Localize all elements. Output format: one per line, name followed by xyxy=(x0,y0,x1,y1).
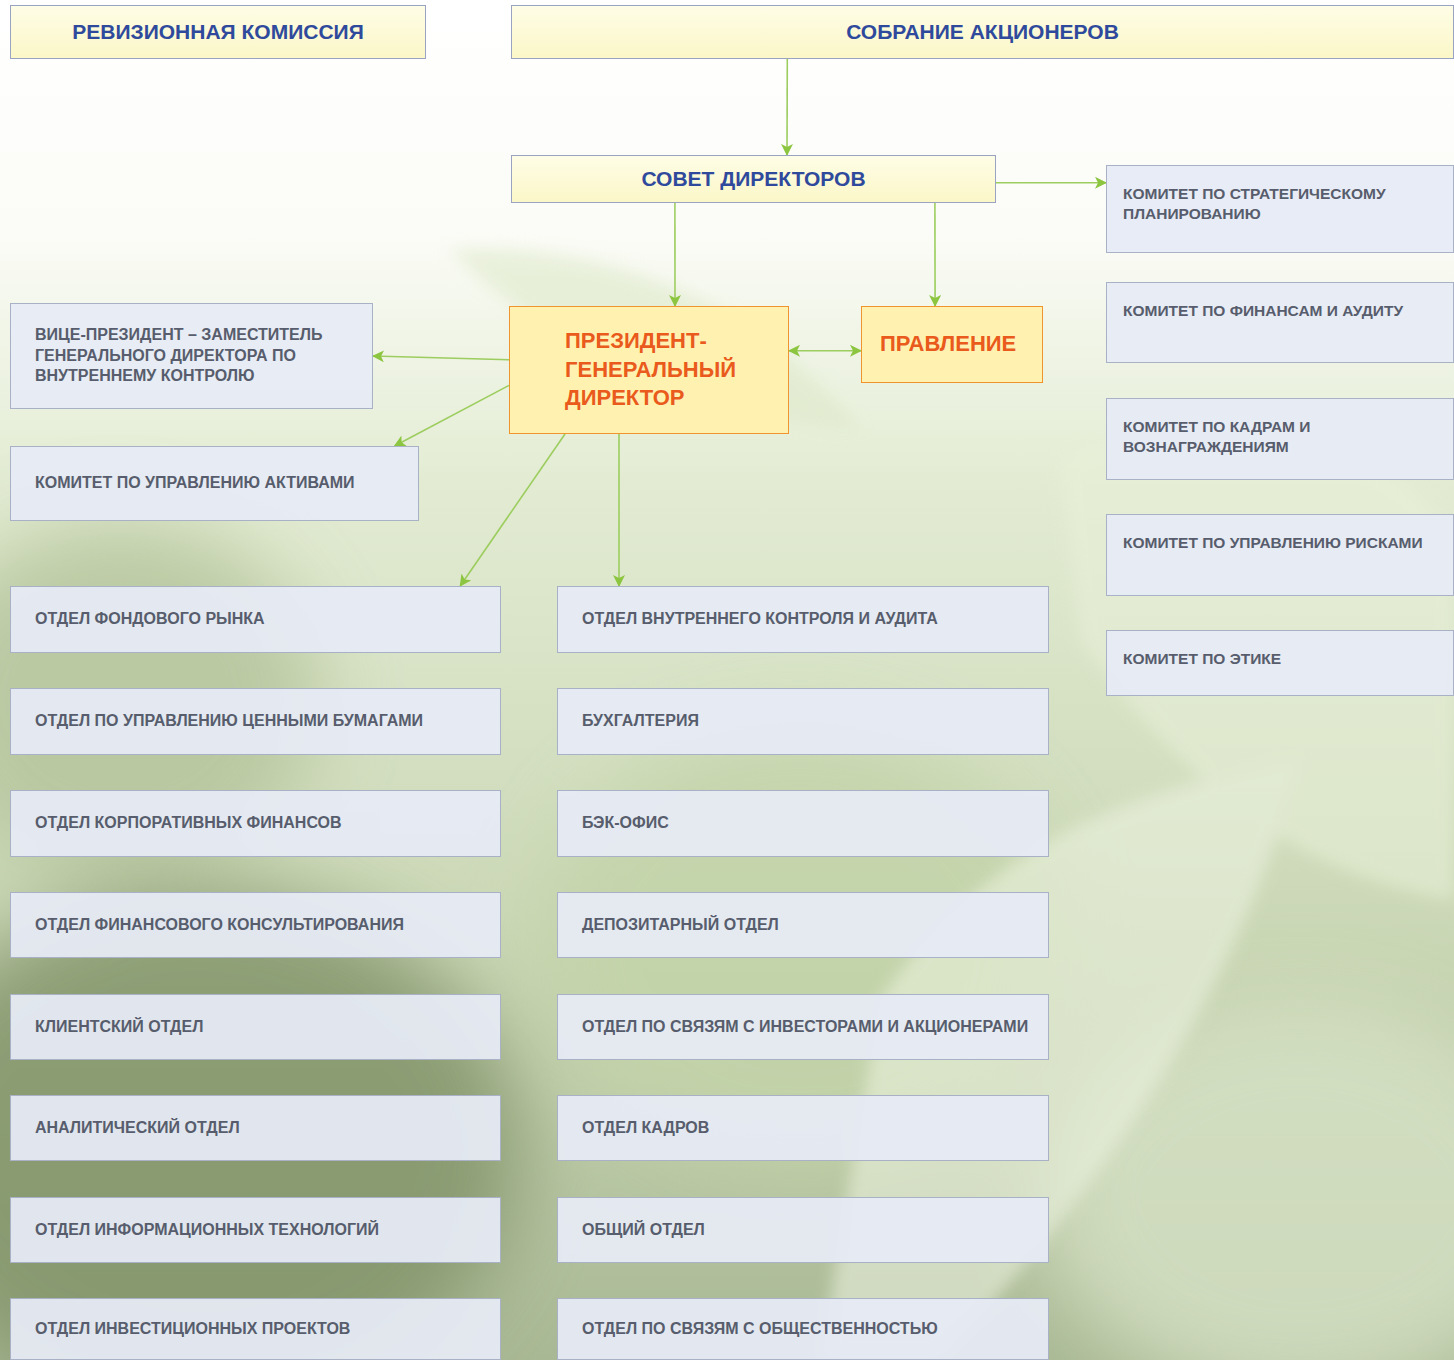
box-label: ОТДЕЛ ПО УПРАВЛЕНИЮ ЦЕННЫМИ БУМАГАМИ xyxy=(35,711,423,732)
box-label: ПРЕЗИДЕНТ- ГЕНЕРАЛЬНЫЙ ДИРЕКТОР xyxy=(565,327,776,413)
executive-box: ПРАВЛЕНИЕ xyxy=(861,306,1043,383)
department-box: ОТДЕЛ ПО СВЯЗЯМ С ОБЩЕСТВЕННОСТЬЮ xyxy=(557,1298,1049,1360)
box-label: БЭК-ОФИС xyxy=(582,813,669,834)
department-box: ОТДЕЛ ИНФОРМАЦИОННЫХ ТЕХНОЛОГИЙ xyxy=(10,1197,501,1263)
connector-arrow xyxy=(786,59,788,155)
box-label: ОТДЕЛ ПО СВЯЗЯМ С ИНВЕСТОРАМИ И АКЦИОНЕР… xyxy=(582,1017,1028,1038)
box-label: ОТДЕЛ ФИНАНСОВОГО КОНСУЛЬТИРОВАНИЯ xyxy=(35,915,404,936)
connector-arrow xyxy=(934,203,936,306)
box-label: ВИЦЕ-ПРЕЗИДЕНТ – ЗАМЕСТИТЕЛЬ ГЕНЕРАЛЬНОГ… xyxy=(35,325,360,387)
connector-arrow xyxy=(674,203,676,306)
committee-box: КОМИТЕТ ПО УПРАВЛЕНИЮ РИСКАМИ xyxy=(1106,514,1454,596)
box-label: ОТДЕЛ ФОНДОВОГО РЫНКА xyxy=(35,609,265,630)
department-box: ДЕПОЗИТАРНЫЙ ОТДЕЛ xyxy=(557,892,1049,958)
department-box: АНАЛИТИЧЕСКИЙ ОТДЕЛ xyxy=(10,1095,501,1161)
box-label: ОТДЕЛ КОРПОРАТИВНЫХ ФИНАНСОВ xyxy=(35,813,342,834)
box-label: КОМИТЕТ ПО ЭТИКЕ xyxy=(1123,649,1281,669)
department-box: ОТДЕЛ КАДРОВ xyxy=(557,1095,1049,1161)
governance-box: РЕВИЗИОННАЯ КОМИССИЯ xyxy=(10,5,426,59)
governance-box: СОВЕТ ДИРЕКТОРОВ xyxy=(511,155,996,203)
box-label: КОМИТЕТ ПО СТРАТЕГИЧЕСКОМУ ПЛАНИРОВАНИЮ xyxy=(1123,184,1441,224)
department-box: ОТДЕЛ КОРПОРАТИВНЫХ ФИНАНСОВ xyxy=(10,790,501,857)
box-label: БУХГАЛТЕРИЯ xyxy=(582,711,699,732)
connector-arrow xyxy=(618,434,620,586)
committee-box: КОМИТЕТ ПО ФИНАНСАМ И АУДИТУ xyxy=(1106,282,1454,363)
box-label: КОМИТЕТ ПО ФИНАНСАМ И АУДИТУ xyxy=(1123,301,1403,321)
governance-box: СОБРАНИЕ АКЦИОНЕРОВ xyxy=(511,5,1454,59)
box-label: КОМИТЕТ ПО УПРАВЛЕНИЮ РИСКАМИ xyxy=(1123,533,1423,553)
box-label: РЕВИЗИОННАЯ КОМИССИЯ xyxy=(72,18,364,45)
connector-arrow xyxy=(395,385,510,446)
box-label: СОБРАНИЕ АКЦИОНЕРОВ xyxy=(846,18,1119,45)
connector-arrow xyxy=(996,182,1106,184)
box-label: КОМИТЕТ ПО КАДРАМ И ВОЗНАГРАЖДЕНИЯМ xyxy=(1123,417,1441,457)
department-box: ОТДЕЛ ФИНАНСОВОГО КОНСУЛЬТИРОВАНИЯ xyxy=(10,892,501,958)
executive-box: ПРЕЗИДЕНТ- ГЕНЕРАЛЬНЫЙ ДИРЕКТОР xyxy=(509,306,789,434)
department-box: ОТДЕЛ ПО СВЯЗЯМ С ИНВЕСТОРАМИ И АКЦИОНЕР… xyxy=(557,994,1049,1060)
department-box: БУХГАЛТЕРИЯ xyxy=(557,688,1049,755)
box-label: КОМИТЕТ ПО УПРАВЛЕНИЮ АКТИВАМИ xyxy=(35,473,355,494)
box-label: ОТДЕЛ ПО СВЯЗЯМ С ОБЩЕСТВЕННОСТЬЮ xyxy=(582,1319,938,1340)
box-label: ОТДЕЛ ИНВЕСТИЦИОННЫХ ПРОЕКТОВ xyxy=(35,1319,350,1340)
box-label: ПРАВЛЕНИЕ xyxy=(880,330,1016,359)
committee-box: КОМИТЕТ ПО СТРАТЕГИЧЕСКОМУ ПЛАНИРОВАНИЮ xyxy=(1106,165,1454,253)
department-box: БЭК-ОФИС xyxy=(557,790,1049,857)
department-box: КЛИЕНТСКИЙ ОТДЕЛ xyxy=(10,994,501,1060)
connector-arrow xyxy=(373,356,509,360)
department-box: ОТДЕЛ ПО УПРАВЛЕНИЮ ЦЕННЫМИ БУМАГАМИ xyxy=(10,688,501,755)
department-box: ОТДЕЛ ФОНДОВОГО РЫНКА xyxy=(10,586,501,653)
box-label: ДЕПОЗИТАРНЫЙ ОТДЕЛ xyxy=(582,915,779,936)
department-box: КОМИТЕТ ПО УПРАВЛЕНИЮ АКТИВАМИ xyxy=(10,446,419,521)
department-box: ВИЦЕ-ПРЕЗИДЕНТ – ЗАМЕСТИТЕЛЬ ГЕНЕРАЛЬНОГ… xyxy=(10,303,373,409)
department-box: ОТДЕЛ ИНВЕСТИЦИОННЫХ ПРОЕКТОВ xyxy=(10,1298,501,1360)
department-box: ОТДЕЛ ВНУТРЕННЕГО КОНТРОЛЯ И АУДИТА xyxy=(557,586,1049,653)
connector-arrow xyxy=(789,350,861,352)
connector-arrow xyxy=(460,434,565,586)
box-label: ОТДЕЛ ВНУТРЕННЕГО КОНТРОЛЯ И АУДИТА xyxy=(582,609,938,630)
box-label: ОБЩИЙ ОТДЕЛ xyxy=(582,1220,705,1241)
box-label: КЛИЕНТСКИЙ ОТДЕЛ xyxy=(35,1017,203,1038)
box-label: ОТДЕЛ КАДРОВ xyxy=(582,1118,709,1139)
committee-box: КОМИТЕТ ПО КАДРАМ И ВОЗНАГРАЖДЕНИЯМ xyxy=(1106,398,1454,480)
committee-box: КОМИТЕТ ПО ЭТИКЕ xyxy=(1106,630,1454,696)
department-box: ОБЩИЙ ОТДЕЛ xyxy=(557,1197,1049,1263)
box-label: АНАЛИТИЧЕСКИЙ ОТДЕЛ xyxy=(35,1118,240,1139)
box-label: СОВЕТ ДИРЕКТОРОВ xyxy=(641,165,865,192)
box-label: ОТДЕЛ ИНФОРМАЦИОННЫХ ТЕХНОЛОГИЙ xyxy=(35,1220,379,1241)
